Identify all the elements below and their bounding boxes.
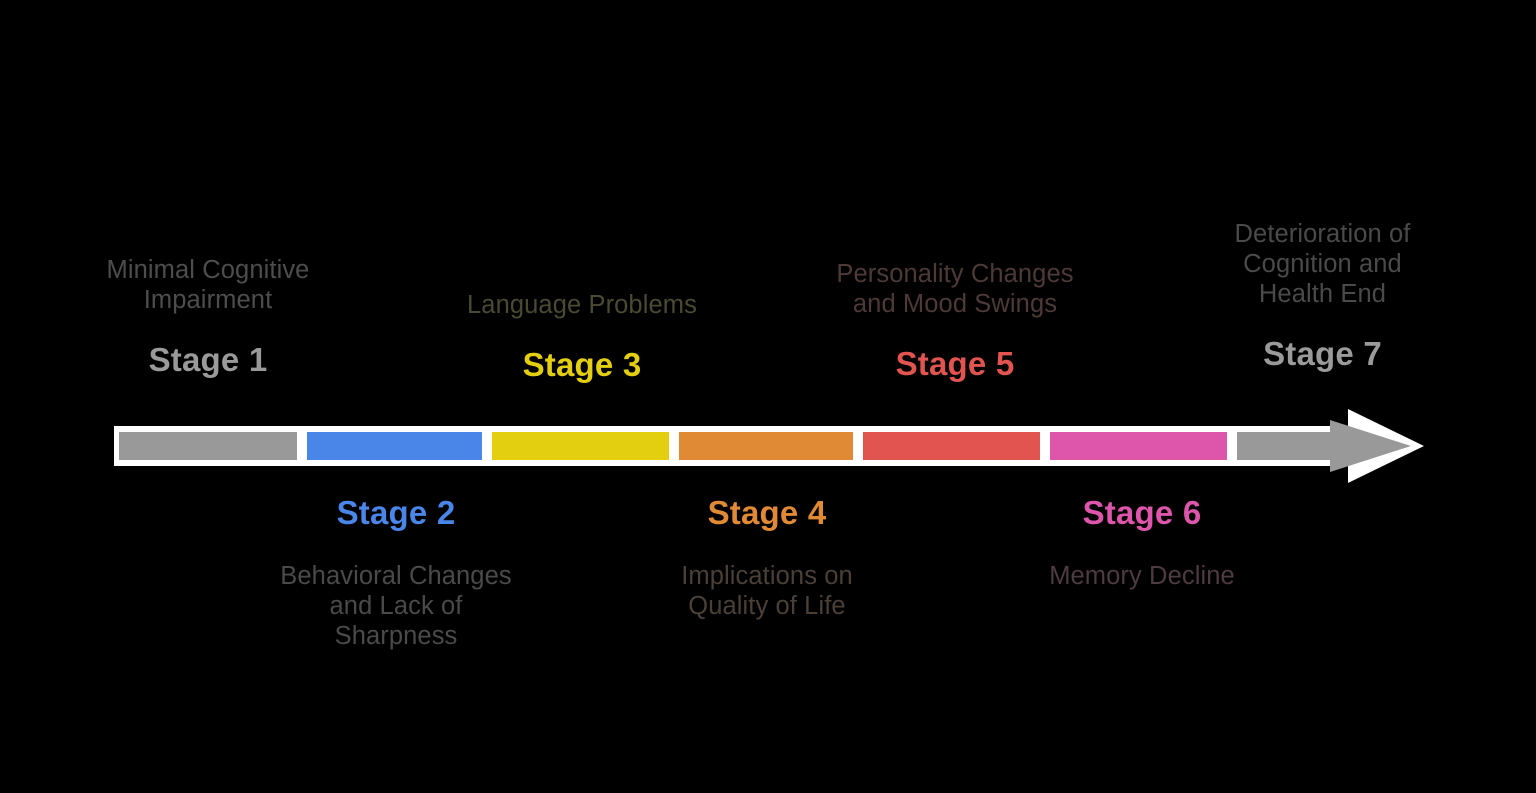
stage-4-title: Stage 4 [707,494,827,531]
stage-5-title: Stage 5 [895,345,1015,383]
stage-3-description: Language Problems [467,291,697,319]
segment-stage-7[interactable] [1237,432,1345,460]
stage-label-group-4: Stage 4 Implications on Quality of Life [625,494,909,621]
segment-stage-5[interactable] [863,432,1040,460]
stage-6-description: Memory Decline [1049,561,1235,590]
segment-stage-3[interactable] [492,432,669,460]
segment-stage-4[interactable] [679,432,853,460]
stage-2-description: Behavioral Changes and Lack of Sharpness [280,561,512,651]
stage-1-description: Minimal Cognitive Impairment [106,256,310,315]
stage-7-title: Stage 7 [1263,335,1382,373]
stage-6-title: Stage 6 [1082,494,1202,531]
stage-2-title: Stage 2 [336,494,456,531]
stage-5-description: Personality Changes and Mood Swings [836,260,1074,319]
stage-4-description: Implications on Quality of Life [681,561,853,621]
stage-label-group-2: Stage 2 Behavioral Changes and Lack of S… [246,494,546,651]
arrowhead-fill [1330,420,1411,472]
stage-label-group-1: Minimal Cognitive Impairment Stage 1 [48,255,368,380]
stage-3-title: Stage 3 [522,346,642,384]
segment-stage-1[interactable] [119,432,297,460]
stage-1-title: Stage 1 [148,341,268,379]
segment-stage-6[interactable] [1050,432,1227,460]
stage-label-group-7: Deterioration of Cognition and Health En… [1165,219,1480,374]
stage-label-group-6: Stage 6 Memory Decline [1000,494,1284,591]
stage-7-description: Deterioration of Cognition and Health En… [1234,220,1411,309]
segment-stage-2[interactable] [307,432,482,460]
stage-label-group-3: Language Problems Stage 3 [432,290,732,385]
stage-label-group-5: Personality Changes and Mood Swings Stag… [795,259,1115,384]
arrow-outline [114,409,1424,483]
